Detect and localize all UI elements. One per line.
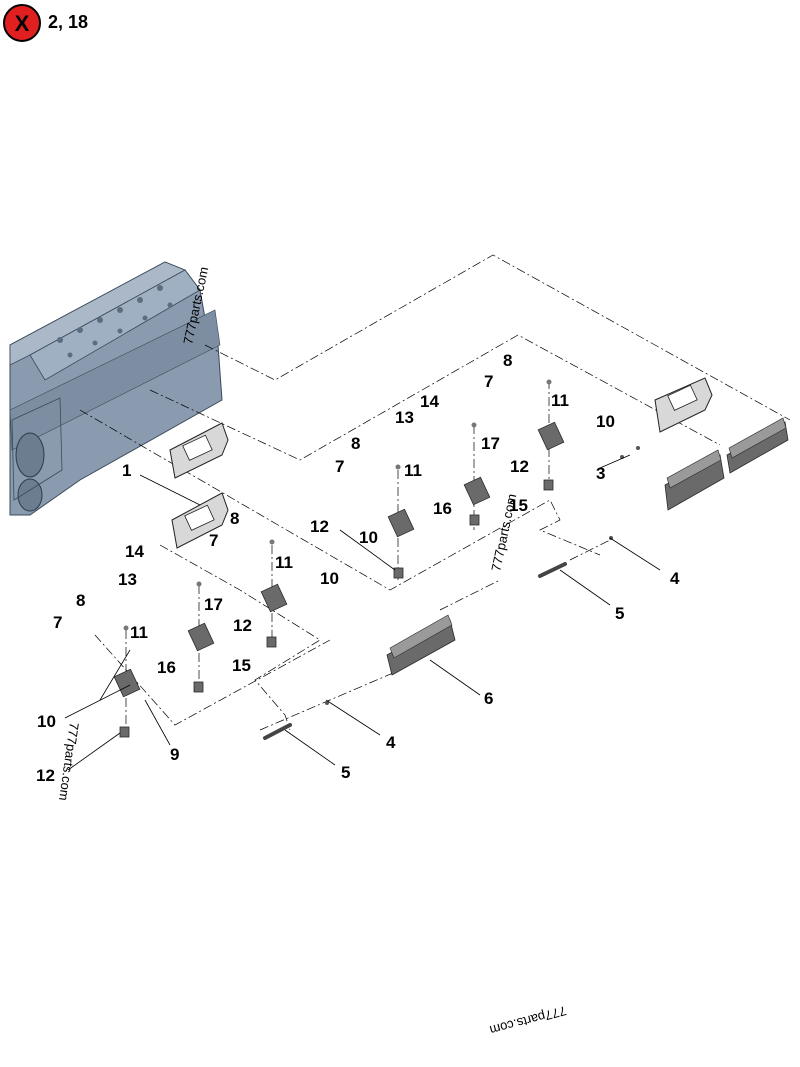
engine-block bbox=[9, 261, 223, 516]
callout-14: 14 bbox=[420, 392, 439, 411]
assembly-centerlines bbox=[79, 254, 791, 735]
callout-labels: 1 3 4 4 5 5 6 7 7 7 7 8 8 8 8 9 10 10 10… bbox=[36, 351, 680, 785]
callout-13: 13 bbox=[118, 570, 137, 589]
watermark: 777parts.com bbox=[488, 492, 519, 572]
callout-4: 4 bbox=[386, 733, 396, 752]
callout-11: 11 bbox=[404, 461, 422, 480]
badge-symbol: X bbox=[15, 11, 30, 36]
watermark: 777parts.com bbox=[56, 722, 82, 802]
callout-5: 5 bbox=[615, 604, 624, 623]
side-cover bbox=[386, 614, 456, 676]
leader-lines bbox=[64, 454, 661, 771]
callout-16: 16 bbox=[157, 658, 176, 677]
callout-11: 11 bbox=[275, 553, 293, 572]
callout-14: 14 bbox=[125, 542, 144, 561]
callout-7: 7 bbox=[484, 372, 493, 391]
remove-marker-icon: X bbox=[2, 3, 42, 43]
callout-6: 6 bbox=[484, 689, 493, 708]
callout-17: 17 bbox=[204, 595, 223, 614]
side-cover bbox=[664, 449, 725, 511]
callout-3: 3 bbox=[596, 464, 605, 483]
shaft bbox=[263, 723, 292, 740]
callout-12: 12 bbox=[233, 616, 252, 635]
callout-4: 4 bbox=[670, 569, 680, 588]
callout-11: 11 bbox=[130, 623, 148, 642]
shaft bbox=[538, 562, 567, 578]
callout-7: 7 bbox=[53, 613, 62, 632]
callout-12: 12 bbox=[36, 766, 55, 785]
small-parts bbox=[113, 379, 640, 738]
side-cover bbox=[726, 417, 789, 474]
gasket bbox=[171, 492, 229, 549]
callout-13: 13 bbox=[395, 408, 414, 427]
gasket bbox=[654, 377, 713, 433]
reference-numbers: 2, 18 bbox=[48, 12, 89, 32]
callout-10: 10 bbox=[359, 528, 378, 547]
callout-8: 8 bbox=[230, 509, 239, 528]
callout-12: 12 bbox=[310, 517, 329, 536]
callout-10: 10 bbox=[596, 412, 615, 431]
callout-8: 8 bbox=[503, 351, 512, 370]
callout-16: 16 bbox=[433, 499, 452, 518]
callout-7: 7 bbox=[335, 457, 344, 476]
callout-10: 10 bbox=[320, 569, 339, 588]
callout-8: 8 bbox=[351, 434, 360, 453]
callout-15: 15 bbox=[509, 496, 528, 515]
callout-7: 7 bbox=[209, 531, 218, 550]
callout-5: 5 bbox=[341, 763, 350, 782]
callout-8: 8 bbox=[76, 591, 85, 610]
callout-17: 17 bbox=[481, 434, 500, 453]
callout-12: 12 bbox=[510, 457, 529, 476]
callout-1: 1 bbox=[122, 461, 131, 480]
callout-15: 15 bbox=[232, 656, 251, 675]
gasket bbox=[169, 422, 229, 479]
watermark: 777parts.com bbox=[488, 1003, 568, 1038]
callout-10: 10 bbox=[37, 712, 56, 731]
callout-11: 11 bbox=[551, 391, 569, 410]
callout-9: 9 bbox=[170, 745, 179, 764]
